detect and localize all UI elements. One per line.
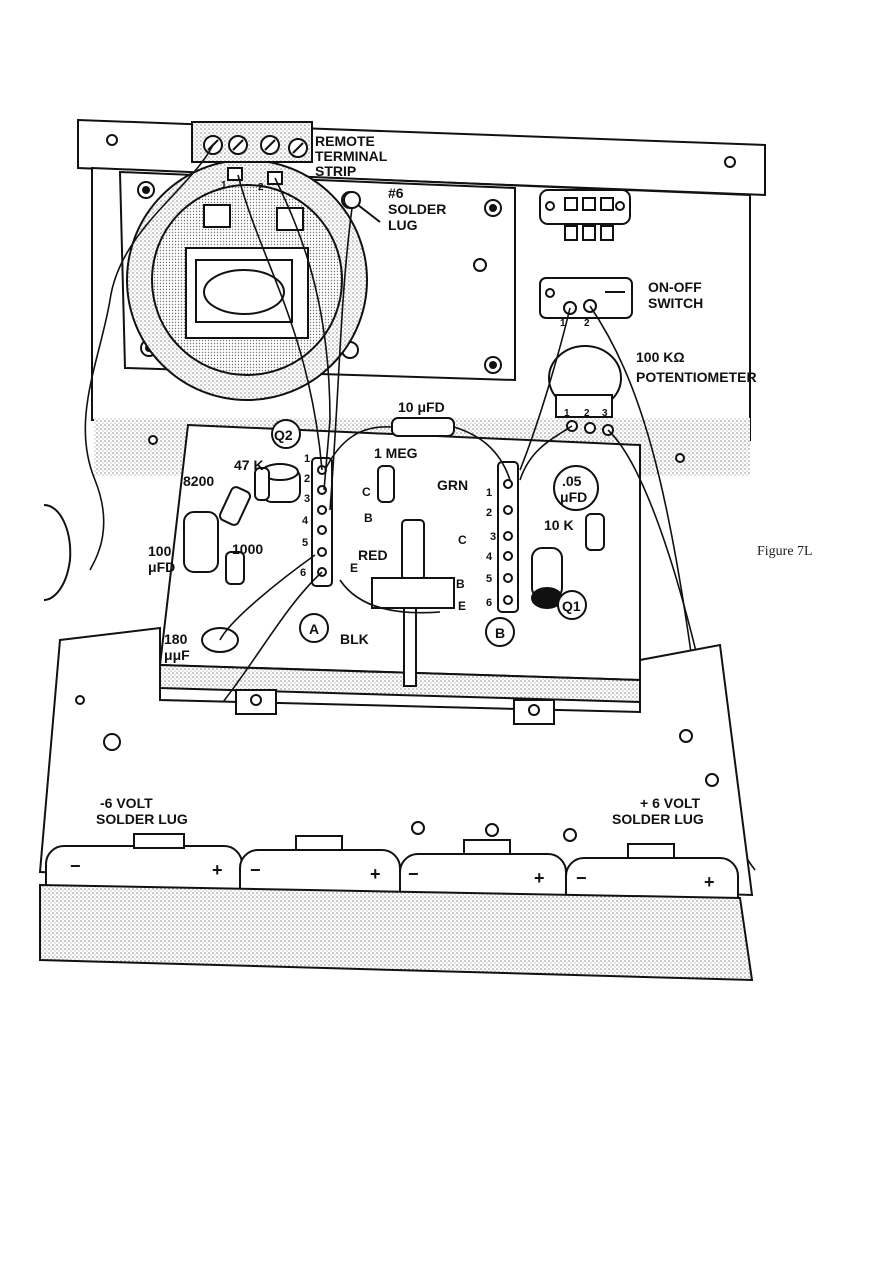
blk-label: BLK [340, 631, 369, 647]
battery-2-plus: + [370, 864, 381, 884]
remote-terminal-1: 1 [221, 180, 227, 191]
pot-label-1: 100 KΩ [636, 349, 685, 365]
r-8200-label: 8200 [183, 473, 214, 489]
pot-label-2: POTENTIOMETER [636, 369, 757, 385]
strip-a-terminal-4: 4 [302, 515, 309, 527]
cap-05ufd-label-2: μFD [560, 489, 587, 505]
left-partial-component [43, 504, 72, 601]
solder-lug-6-label-2: SOLDER [388, 201, 446, 217]
terminal-strip-a [311, 457, 333, 587]
r-10k-label: 10 K [544, 517, 574, 533]
red-label: RED [358, 547, 388, 563]
switch-terminal-1: 1 [560, 318, 566, 329]
q1-label: Q1 [562, 598, 581, 614]
strip-b-terminal-2: 2 [486, 507, 492, 519]
cap-10ufd-label: 10 μFD [398, 399, 445, 415]
solder-lug-6-label-3: LUG [388, 217, 418, 233]
speaker [126, 159, 368, 401]
cap-05ufd-label-1: .05 [562, 473, 582, 489]
strip-a-terminal-5: 5 [302, 537, 308, 549]
strip-b-label: B [495, 625, 505, 641]
resistor-1meg [377, 465, 395, 503]
battery-4-minus: − [576, 868, 587, 888]
solder-lug-6-label-1: #6 [388, 185, 404, 201]
q1-lead-c: C [458, 533, 467, 547]
battery-3-minus: − [408, 864, 419, 884]
r-1meg-label: 1 MEG [374, 445, 418, 461]
strip-a-terminal-3: 3 [304, 493, 310, 505]
neg-lug-label-1: -6 VOLT [100, 795, 153, 811]
remote-strip-label-3: STRIP [315, 163, 356, 179]
strip-a-terminal-6: 6 [300, 567, 306, 579]
strip-b-terminal-5: 5 [486, 573, 492, 585]
r-1000-label: 1000 [232, 541, 263, 557]
remote-strip-label-1: REMOTE [315, 133, 375, 149]
battery-4-plus: + [704, 872, 715, 892]
switch-label-1: ON-OFF [648, 279, 702, 295]
cap-100ufd-label-2: μFD [148, 559, 175, 575]
q1-lead-e: E [458, 599, 466, 613]
strip-b-terminal-4: 4 [486, 551, 493, 563]
battery-3-plus: + [534, 868, 545, 888]
neg-lug-label-2: SOLDER LUG [96, 811, 188, 827]
solder-lug-6 [343, 191, 381, 223]
resistor-10k [585, 513, 605, 551]
cap-180uuf-label-2: μμF [164, 647, 190, 663]
strip-b-terminal-1: 1 [486, 487, 492, 499]
q2-lead-c: C [362, 485, 371, 499]
on-off-switch [539, 277, 633, 319]
capacitor-05ufd [553, 465, 599, 511]
q2-lead-b: B [364, 511, 373, 525]
pot-terminal-1: 1 [564, 408, 570, 419]
components [183, 417, 605, 687]
resistor-47k [254, 467, 270, 501]
battery-2-minus: − [250, 860, 261, 880]
grn-label: GRN [437, 477, 468, 493]
remote-terminal-strip [191, 121, 313, 185]
capacitor-10ufd [391, 417, 455, 437]
potentiometer [548, 345, 622, 436]
strip-callouts [299, 613, 515, 647]
cap-100ufd-label-1: 100 [148, 543, 172, 559]
q2-label: Q2 [274, 427, 293, 443]
terminal-strip-b [497, 461, 519, 613]
pos-lug-label-1: + 6 VOLT [640, 795, 700, 811]
front-panel [39, 883, 754, 982]
strip-a-label: A [309, 621, 319, 637]
resistor-8200 [218, 486, 252, 526]
strip-a-terminal-1: 1 [304, 453, 310, 465]
pos-lug-label-2: SOLDER LUG [612, 811, 704, 827]
remote-terminal-2: 2 [258, 182, 264, 193]
capacitor-100ufd [183, 511, 219, 573]
q1-lead-b: B [456, 577, 465, 591]
resistor-1000 [225, 551, 245, 585]
pot-terminal-2: 2 [584, 408, 590, 419]
switch-terminal-2: 2 [584, 318, 590, 329]
r-47k-label: 47 K [234, 457, 264, 473]
figure-caption: Figure 7L [757, 544, 813, 559]
strip-b-terminal-6: 6 [486, 597, 492, 609]
socket-top-right [539, 189, 631, 241]
transistor-q1 [531, 547, 587, 620]
strip-a-terminal-2: 2 [304, 473, 310, 485]
transistor-q2 [261, 419, 301, 503]
cap-180uuf-label-1: 180 [164, 631, 188, 647]
strip-b-terminal-3: 3 [490, 531, 496, 543]
pot-terminal-3: 3 [602, 408, 608, 419]
remote-strip-label-2: TERMINAL [315, 148, 388, 164]
q2-lead-e: E [350, 561, 358, 575]
switch-label-2: SWITCH [648, 295, 703, 311]
battery-1-minus: − [70, 856, 81, 876]
battery-1-plus: + [212, 860, 223, 880]
